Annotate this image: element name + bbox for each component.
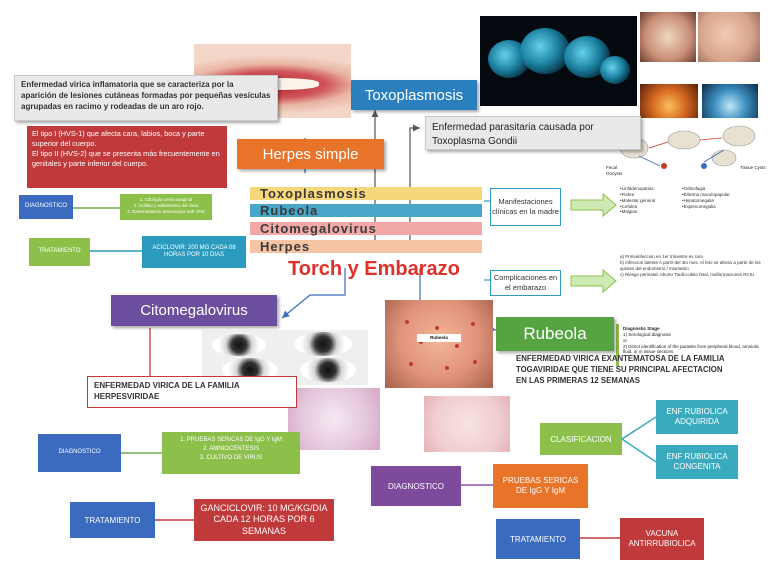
herpes-dx-item: 1. Citología cervicovaginal [139,197,193,202]
complicacion-item: b) Infeccion latente A partir del 4to me… [620,259,761,271]
rubeola-clasif-adquirida: ENF RUBIOLICA ADQUIRIDA [656,400,738,434]
toxoplasmosis-definition: Enfermedad parasitaria causada por Toxop… [425,116,641,150]
cmv-tratamiento-label: TRATAMIENTO [70,502,155,538]
cmv-definition: ENFERMEDAD VIRICA DE LA FAMILIA HERPESVI… [87,376,297,408]
cmv-histology-photo [288,388,380,450]
torch-bar-rubeola: Rubeola [250,203,482,218]
cmv-dx-item: 2. AMNIOCENTESIS [202,446,259,452]
rubeola-tratamiento-text: VACUNA ANTIRRUBIOLICA [620,518,704,560]
herpes-dx-item: 3. Determinación anticuerpos anti VHS [127,208,205,214]
toxo-manifestaciones-col2: •Odinofagia •Eritema maculopapular •Hepa… [682,186,762,209]
cmv-heading: Citomegalovirus [111,295,277,326]
toxoplasmosis-heading: Toxoplasmosis [351,80,477,110]
diagnostic-stage-title: Diagnostic Stage [623,326,660,331]
rubeola-diagnostico-label: DIAGNOSTICO [371,466,461,506]
infant-photo [698,12,760,62]
torch-bar-herpes: Herpes [250,239,482,254]
eye-photo [640,12,696,62]
manifest-item: •Malestar general [620,197,656,203]
herpes-dx-item: 2. Cultivo y aislamiento del virus [133,202,199,208]
cmv-diagnostico-list: 1. PRUEBAS SERICAS DE IgG Y IgM 2. AMNIO… [162,432,300,474]
herpes-diagnostico-label: DIAGNOSTICO [19,195,73,219]
cmv-dx-item: 1. PRUEBAS SERICAS DE IgG Y IgM [180,437,282,443]
herpes-types: El tipo I (HVS-1) que afecta cara, labio… [27,126,227,188]
rubeola-face-photo: Rubeola [385,300,493,388]
herpes-tratamiento-text: ACICLOVIR: 200 MG CADA 08 HORAS POR 10 D… [142,236,246,268]
diagnostic-stage-line: 2) Direct identification of the parasite… [623,343,760,355]
herpes-definition: Enfermedad virica inflamatoria que se ca… [14,75,278,121]
manifest-item: •Cefalea [620,203,638,209]
diagnostic-stage-line: 1) Serological diagnosis [623,331,671,337]
complicacion-item: a) Primoinfeccion en 1er trimestre es ra… [620,254,703,259]
toxo-manifestaciones-label: Manifestaciones clínicas en la madre [490,188,561,226]
manifest-item: •Fiebre [620,191,635,197]
cmv-cells-photo [202,330,368,385]
manifest-item: •Linfadenopatías [620,186,654,191]
manifest-item: •Eritema maculopapular [682,191,730,197]
herpes-diagnostico-list: 1. Citología cervicovaginal 2. Cultivo y… [120,194,212,220]
torch-bar-toxoplasmosis: Toxoplasmosis [250,186,482,201]
page-title: Torch y Embarazo [288,258,460,280]
rubeola-diagnostico-text: PRUEBAS SERICAS DE IgG Y IgM [493,464,588,508]
cmv-dx-item: 3. CULTIVO DE VIRUS [199,455,263,461]
toxo-complicaciones-list: a) Primoinfeccion en 1er trimestre es ra… [620,254,766,277]
rubeola-heading: Rubeola [496,317,614,351]
rubeola-clasificacion-label: CLASIFICACION [540,423,622,455]
herpes-tratamiento-label: TRATAMIENTO [29,238,90,266]
herpes-heading: Herpes simple [237,139,384,169]
torch-bar-citomegalovirus: Citomegalovirus [250,221,482,236]
complicacion-item: c) Riesgo perinatal: Aborto Tardío-obito… [620,271,755,277]
cycle-label-cysts: Tissue Cysts [740,165,766,170]
rubeola-clasif-congenita: ENF RUBIOLICA CONGENITA [656,445,738,479]
diagnostic-stage-line: or [623,337,628,343]
manifest-item: •Odinofagia [682,186,706,191]
rubeola-definition: ENFERMEDAD VIRICA EXANTEMATOSA DE LA FAM… [516,354,725,385]
toxoplasma-micrograph [480,16,637,106]
manifest-item: •Hepatomegalia [682,197,714,203]
cycle-label-oocysts: Fecal Oocysts [606,165,623,176]
toxo-manifestaciones-col1: •Linfadenopatías •Fiebre •Malestar gener… [620,186,680,215]
diagnostic-stage-panel: Diagnostic Stage 1) Serological diagnosi… [616,324,766,366]
cmv-diagnostico-label: DIAGNOSTICO [38,434,121,472]
rubeola-tratamiento-label: TRATAMIENTO [496,519,580,559]
rubeola-photo-caption: Rubeola [417,334,461,342]
toxo-complicaciones-label: Complicaciones en el embarazo [490,270,561,296]
cmv-tratamiento-text: GANCICLOVIR: 10 MG/KG/DIA CADA 12 HORAS … [194,499,334,541]
rubeola-rash-photo [424,396,510,452]
manifest-item: •Malgias [620,209,638,215]
manifest-item: •Esplenomegalia [682,203,716,209]
